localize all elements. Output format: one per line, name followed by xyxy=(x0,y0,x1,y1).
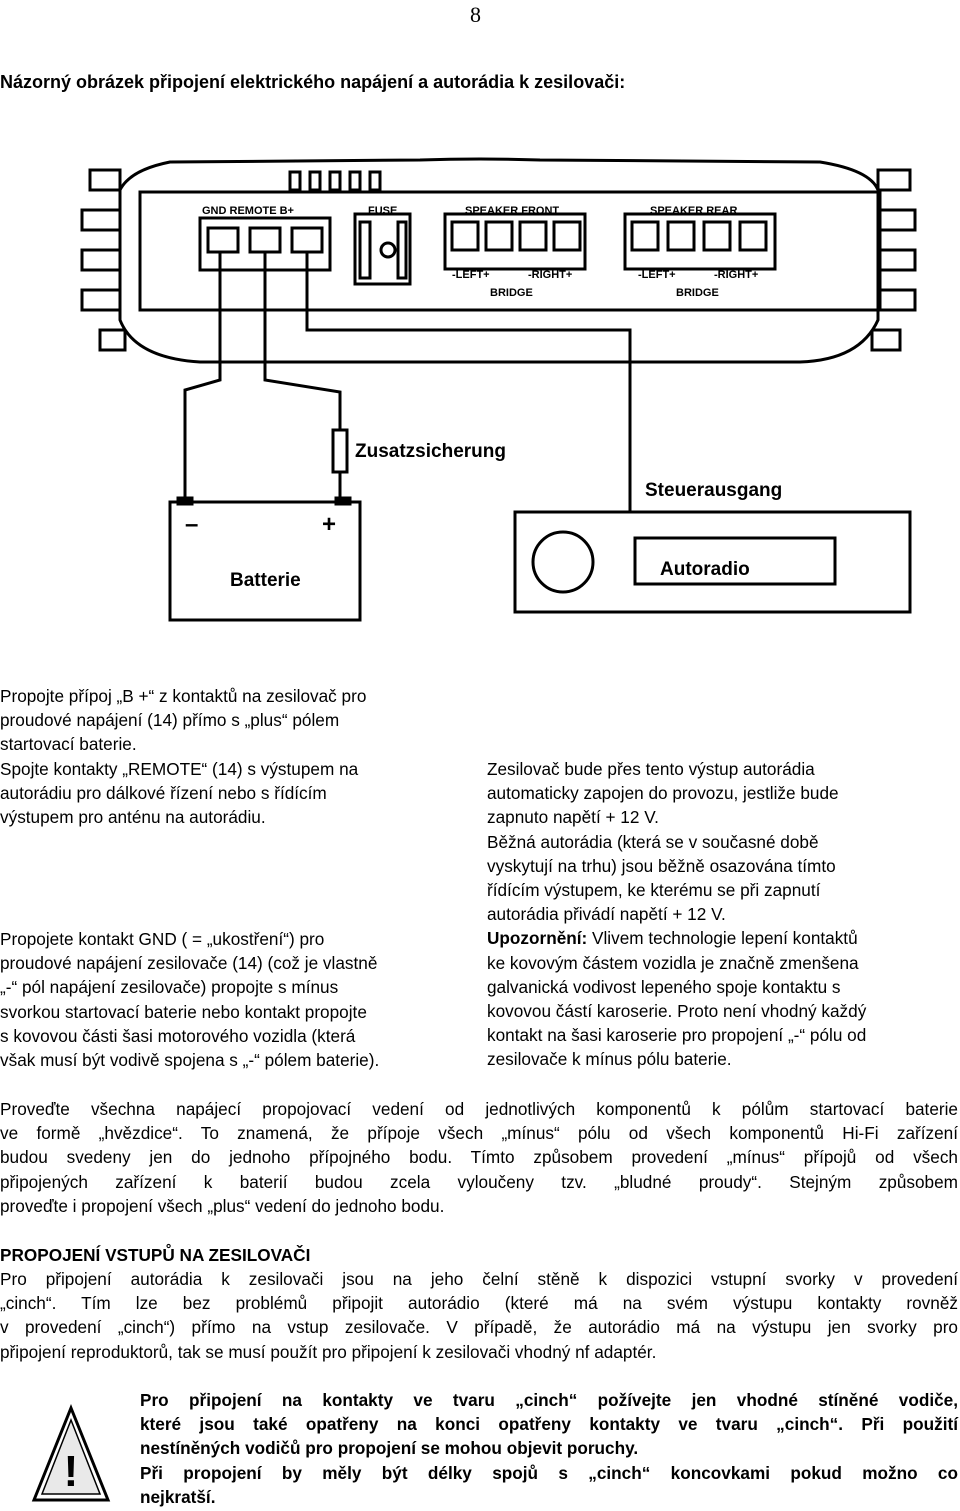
left-column: Propojte přípoj „B +“ z kontaktů na zesi… xyxy=(0,684,470,829)
text-line: zesilovače k mínus pólu baterie. xyxy=(487,1049,732,1070)
text-line: Propojete kontakt GND ( = „ukostření“) p… xyxy=(0,929,325,949)
text-line: ke kovovým částem vozidla je značně zmen… xyxy=(487,952,859,973)
wiring-diagram: GND REMOTE B+ FUSE SPEAKER FRONT SPEAKER… xyxy=(80,157,917,622)
text-line: nestíněných vodičů pro propojení se moho… xyxy=(140,1438,639,1459)
text-line: vyskytují na trhu) jsou běžně osazována … xyxy=(487,855,836,876)
text-line: Při propojení by měly být délky spojů s … xyxy=(140,1462,958,1483)
text-line: Běžná autorádia (která se v současné dob… xyxy=(487,831,819,852)
warning-note-label: Upozornění: xyxy=(487,928,588,949)
text-line: však musí být vodivě spojena s „-“ pólem… xyxy=(0,1050,380,1071)
warning-note-line: Upozornění: Vlivem technologie lepení ko… xyxy=(487,926,957,950)
left-paragraph-gnd: Propojete kontakt GND ( = „ukostření“) p… xyxy=(0,927,475,1072)
text-line: svorkou startovací baterie nebo kontakt … xyxy=(0,1001,367,1022)
text-line: zapnuto napětí + 12 V. xyxy=(487,807,659,828)
battery-plus-label: + xyxy=(322,511,336,538)
amp-label-fuse: FUSE xyxy=(368,205,397,217)
warning-note-text: Vlivem technologie lepení kontaktů xyxy=(587,928,858,949)
text-line: „cinch“. Tím lze bez problémů připojit a… xyxy=(0,1293,958,1314)
text-line: Pro připojení na kontakty ve tvaru „cinc… xyxy=(140,1390,958,1410)
text-line: připojených zařízení k baterií budou zce… xyxy=(0,1171,958,1192)
amp-label-left-front: -LEFT+ xyxy=(452,269,490,281)
amp-label-right-front: -RIGHT+ xyxy=(528,269,572,281)
text-line: Zesilovač bude přes tento výstup autorád… xyxy=(487,759,815,779)
warning-sign-glyph: ! xyxy=(64,1447,79,1496)
left-paragraph-power: Propojte přípoj „B +“ z kontaktů na zesi… xyxy=(0,684,470,829)
battery-minus-label: – xyxy=(185,511,198,538)
amp-label-gnd-remote: GND REMOTE B+ xyxy=(202,205,294,217)
text-line: autorádia přivádí napětí + 12 V. xyxy=(487,904,726,925)
text-line: s kovovou části šasi motorového vozidla … xyxy=(0,1025,356,1046)
amp-label-speaker-rear: SPEAKER REAR xyxy=(650,205,737,217)
text-line: připojení reproduktorů, tak se musí použ… xyxy=(0,1341,657,1362)
text-line: v provedení „cinch“) přímo na vstup zesi… xyxy=(0,1317,958,1338)
section-paragraph: Pro připojení autorádia k zesilovači jso… xyxy=(0,1267,958,1364)
text-line: proveďte i propojení všech „plus“ vedení… xyxy=(0,1195,445,1216)
text-line: galvanická vodivost lepeného spoje konta… xyxy=(487,976,841,997)
text-line: startovací baterie. xyxy=(0,734,137,755)
text-line: proudové napájení (14) přímo s „plus“ pó… xyxy=(0,710,340,731)
text-line: budou svedeny jen do jednoho přípojného … xyxy=(0,1147,958,1168)
star-wiring-paragraph: Proveďte všechna napájecí propojovací ve… xyxy=(0,1097,958,1218)
steuerausgang-label: Steuerausgang xyxy=(645,480,782,501)
text-line: „-“ pól napájení zesilovače) propojte s … xyxy=(0,977,339,998)
text-line: Proveďte všechna napájecí propojovací ve… xyxy=(0,1099,958,1119)
amp-label-left-rear: -LEFT+ xyxy=(638,269,676,281)
text-line: které jsou také opatřeny na konci opatře… xyxy=(140,1414,958,1435)
text-line: autorádiu pro dálkové řízení nebo s řídí… xyxy=(0,782,327,803)
page-heading: Názorný obrázek připojení elektrického n… xyxy=(0,72,626,92)
text-line: Propojte přípoj „B +“ z kontaktů na zesi… xyxy=(0,686,367,706)
warning-triangle-icon: ! xyxy=(31,1404,111,1502)
right-column: Zesilovač bude přes tento výstup autorád… xyxy=(487,757,957,1072)
text-line: řídícím výstupem, ke kterému se při zapn… xyxy=(487,880,821,901)
text-line: výstupem pro anténu na autorádiu. xyxy=(0,807,266,828)
amp-label-right-rear: -RIGHT+ xyxy=(714,269,758,281)
autoradio-label: Autoradio xyxy=(660,559,750,580)
zusatzsicherung-label: Zusatzsicherung xyxy=(355,441,506,462)
amp-label-bridge-front: BRIDGE xyxy=(490,287,533,299)
text-line: proudové napájení zesilovače (14) (což j… xyxy=(0,953,378,974)
amp-label-bridge-rear: BRIDGE xyxy=(676,287,719,299)
text-line: kovovou částí karoserie. Proto není vhod… xyxy=(487,1001,867,1022)
text-line: kontakt na šasi karoserie pro propojení … xyxy=(487,1025,867,1046)
cinch-warning: Pro připojení na kontakty ve tvaru „cinc… xyxy=(140,1388,958,1509)
text-line: automaticky zapojen do provozu, jestliže… xyxy=(487,783,839,804)
text-line: Pro připojení autorádia k zesilovači jso… xyxy=(0,1269,958,1289)
battery-label: Batterie xyxy=(230,570,301,591)
page-number: 8 xyxy=(470,2,481,27)
text-line: Spojte kontakty „REMOTE“ (14) s výstupem… xyxy=(0,758,359,779)
text-line: nejkratší. xyxy=(140,1486,216,1507)
section-title: PROPOJENÍ VSTUPŮ NA ZESILOVAČI xyxy=(0,1245,311,1265)
text-line: ve formě „hvězdice“. To znamená, že příp… xyxy=(0,1123,958,1144)
amp-label-speaker-front: SPEAKER FRONT xyxy=(465,205,559,217)
